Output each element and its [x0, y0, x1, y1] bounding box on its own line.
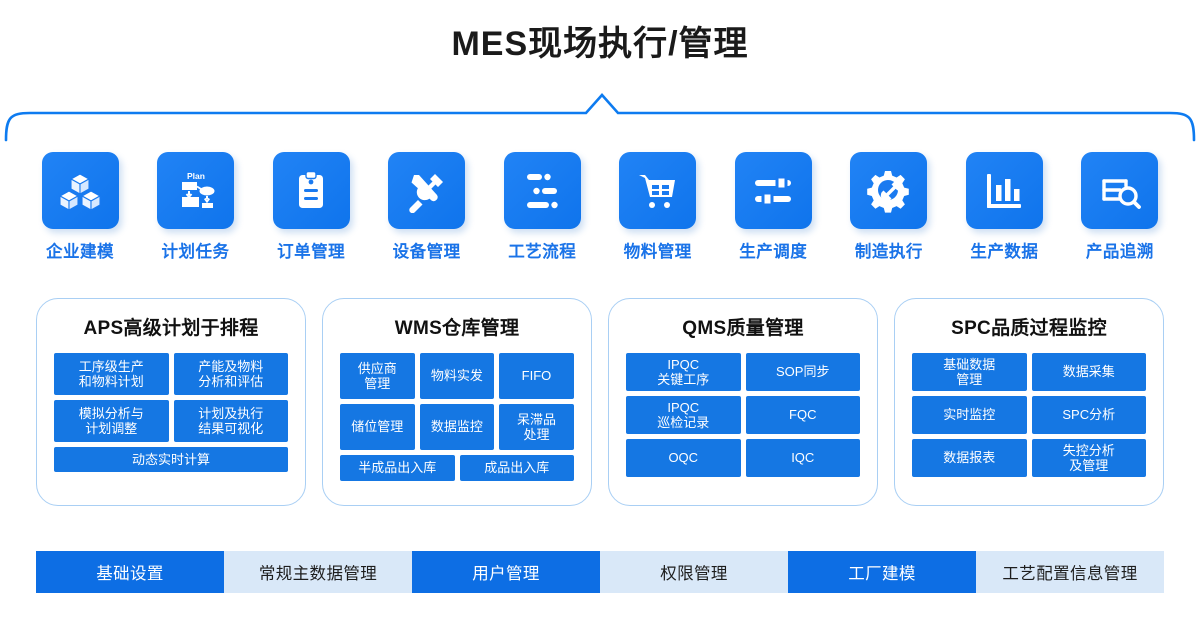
icon-item-order-management[interactable]: 订单管理: [261, 152, 361, 262]
icon-item-production-scheduling[interactable]: 生产调度: [723, 152, 823, 262]
bottom-bar-item-master-data[interactable]: 常规主数据管理: [224, 551, 412, 593]
icon-label: 产品追溯: [1085, 243, 1154, 261]
card-title: WMS仓库管理: [394, 318, 520, 339]
icon-item-plan-task[interactable]: Plan 计划任务: [146, 152, 246, 262]
chip[interactable]: 失控分析及管理: [1031, 439, 1146, 477]
chip[interactable]: IQC: [745, 439, 860, 477]
chip-grid: 供应商管理 物料实发 FIFO 储位管理 数据监控 呆滞品处理 半成品出入库 成…: [340, 353, 574, 481]
document-search-icon: [1081, 152, 1159, 229]
icon-item-material-management[interactable]: 物料管理: [608, 152, 708, 262]
icon-label: 生产数据: [970, 243, 1039, 261]
icon-label: 工艺流程: [508, 243, 577, 261]
module-icon-row: 企业建模 Plan 计划任务: [30, 152, 1170, 262]
chip[interactable]: 模拟分析与计划调整: [54, 400, 169, 442]
bottom-bar-item-permission[interactable]: 权限管理: [600, 551, 788, 593]
bottom-bar: 基础设置 常规主数据管理 用户管理 权限管理 工厂建模 工艺配置信息管理: [36, 551, 1164, 593]
card-spc[interactable]: SPC品质过程监控 基础数据管理 数据采集 实时监控 SPC分析 数据报表 失控…: [894, 298, 1164, 506]
icon-item-product-traceability[interactable]: 产品追溯: [1070, 152, 1170, 262]
bottom-bar-item-process-config[interactable]: 工艺配置信息管理: [976, 551, 1164, 593]
icon-item-process-flow[interactable]: 工艺流程: [492, 152, 592, 262]
icon-label: 计划任务: [161, 243, 230, 261]
cubes-icon: [41, 152, 119, 229]
icon-label: 物料管理: [623, 243, 692, 261]
card-wms[interactable]: WMS仓库管理 供应商管理 物料实发 FIFO 储位管理 数据监控 呆滞品处理 …: [322, 298, 592, 506]
chip-grid: 基础数据管理 数据采集 实时监控 SPC分析 数据报表 失控分析及管理: [912, 353, 1146, 477]
chip[interactable]: 物料实发: [419, 353, 495, 399]
module-cards: APS高级计划于排程 工序级生产和物料计划 产能及物料分析和评估 模拟分析与计划…: [36, 298, 1164, 506]
wrench-screwdriver-icon: [388, 152, 466, 229]
icon-item-manufacturing-execution[interactable]: 制造执行: [839, 152, 939, 262]
card-title: APS高级计划于排程: [83, 318, 259, 339]
clipboard-icon: [272, 152, 350, 229]
chip[interactable]: 储位管理: [340, 404, 415, 450]
chip[interactable]: 工序级生产和物料计划: [54, 353, 169, 395]
icon-label: 生产调度: [739, 243, 808, 261]
icon-label: 设备管理: [392, 243, 461, 261]
card-title: QMS质量管理: [682, 318, 804, 339]
plan-flowchart-icon: Plan: [157, 152, 235, 229]
svg-text:Plan: Plan: [187, 171, 205, 181]
chip[interactable]: 数据采集: [1031, 353, 1146, 391]
bottom-bar-item-user-management[interactable]: 用户管理: [412, 551, 600, 593]
icon-item-equipment-management[interactable]: 设备管理: [377, 152, 477, 262]
icon-label: 订单管理: [277, 243, 346, 261]
chip[interactable]: 呆滞品处理: [499, 404, 574, 450]
icon-label: 企业建模: [46, 243, 114, 261]
chip[interactable]: SPC分析: [1031, 396, 1146, 434]
chip[interactable]: 数据报表: [912, 439, 1027, 477]
chip[interactable]: 计划及执行结果可视化: [173, 400, 288, 442]
chip[interactable]: FIFO: [499, 353, 574, 399]
bar-chart-icon: [965, 152, 1043, 229]
card-title: SPC品质过程监控: [951, 318, 1107, 339]
icon-item-production-data[interactable]: 生产数据: [954, 152, 1054, 262]
chip[interactable]: FQC: [745, 396, 860, 434]
icon-item-enterprise-modeling[interactable]: 企业建模: [30, 152, 130, 262]
bottom-bar-item-factory-model[interactable]: 工厂建模: [788, 551, 976, 593]
chip[interactable]: SOP同步: [745, 353, 860, 391]
card-aps[interactable]: APS高级计划于排程 工序级生产和物料计划 产能及物料分析和评估 模拟分析与计划…: [36, 298, 306, 506]
chip[interactable]: 半成品出入库: [340, 455, 455, 481]
bracket-connector: [0, 88, 1200, 148]
chip[interactable]: 实时监控: [912, 396, 1027, 434]
chip[interactable]: 动态实时计算: [54, 447, 288, 472]
chip[interactable]: 数据监控: [419, 404, 495, 450]
gear-wrench-icon: [850, 152, 928, 229]
bottom-bar-item-basic-settings[interactable]: 基础设置: [36, 551, 224, 593]
shopping-cart-icon: [619, 152, 697, 229]
chip[interactable]: 产能及物料分析和评估: [173, 353, 288, 395]
chip-grid: 工序级生产和物料计划 产能及物料分析和评估 模拟分析与计划调整 计划及执行结果可…: [54, 353, 288, 472]
chip[interactable]: 供应商管理: [340, 353, 415, 399]
icon-label: 制造执行: [854, 243, 923, 261]
sliders-icon: [734, 152, 812, 229]
chip[interactable]: 成品出入库: [459, 455, 574, 481]
page-title: MES现场执行/管理: [451, 25, 749, 63]
process-flow-icon: [503, 152, 581, 229]
chip[interactable]: 基础数据管理: [912, 353, 1027, 391]
chip[interactable]: OQC: [626, 439, 741, 477]
